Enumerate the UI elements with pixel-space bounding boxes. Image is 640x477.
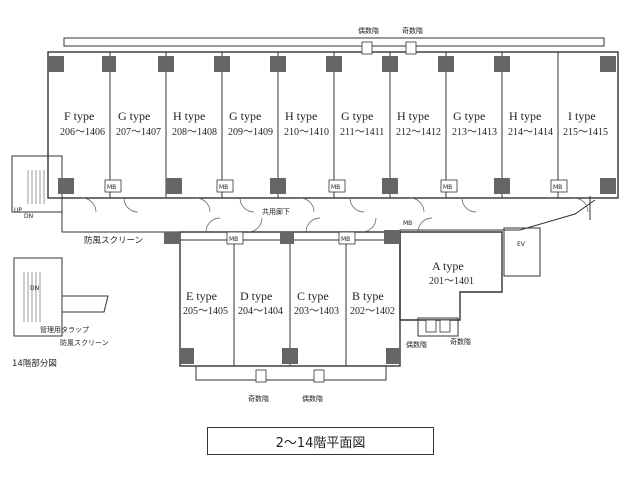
floor-plan-title: 2～14階平面図	[207, 427, 434, 455]
unit-type-label: E type	[186, 289, 217, 303]
mb-boxes	[104, 179, 568, 245]
unit-range-label: 214～1414	[508, 127, 553, 138]
unit-a-type-label: A type	[432, 259, 464, 273]
unit-type-label: D type	[240, 289, 272, 303]
unit-type-label: C type	[297, 289, 329, 303]
trap-label: 管理用タラップ	[40, 325, 89, 334]
unit-type-label: G type	[118, 109, 150, 123]
partial-plan-stair	[13, 257, 63, 337]
unit-a-range-label: 201～1401	[429, 276, 474, 287]
mb-label: MB	[229, 236, 238, 243]
bottom-unit-dividers	[233, 232, 347, 366]
stair-bottom-odd: 奇数階	[248, 394, 269, 403]
unit-type-label: G type	[229, 109, 261, 123]
mb-label: MB	[403, 220, 412, 227]
unit-range-label: 208～1408	[172, 127, 217, 138]
unit-range-label: 215～1415	[563, 127, 608, 138]
mb-label: MB	[107, 184, 116, 191]
bottom-balcony-rail	[195, 365, 387, 381]
a-stair-box	[417, 317, 459, 337]
windscreen-label-partial: 防風スクリーン	[60, 338, 109, 347]
unit-range-label: 209～1409	[228, 127, 273, 138]
mb-label: MB	[219, 184, 228, 191]
unit-range-label: 205～1405	[183, 306, 228, 317]
stair-treads	[23, 170, 45, 322]
unit-type-label: G type	[341, 109, 373, 123]
up-label: UP	[14, 207, 22, 214]
mb-label: MB	[443, 184, 452, 191]
elevator-shaft	[503, 227, 541, 277]
mb-label: MB	[341, 236, 350, 243]
corridor-label: 共用廊下	[262, 207, 290, 216]
unit-type-label: G type	[453, 109, 485, 123]
ev-label: EV	[517, 241, 526, 248]
unit-type-label: H type	[173, 109, 205, 123]
stair-bottom-even: 偶数階	[302, 394, 323, 403]
corridor-outline	[61, 196, 596, 241]
unit-type-label: B type	[352, 289, 384, 303]
stair-top-even: 偶数階	[358, 26, 379, 35]
unit-range-label: 207～1407	[116, 127, 161, 138]
windscreen-label: 防風スクリーン	[84, 235, 143, 246]
top-units-block	[47, 51, 619, 199]
unit-type-label: I type	[568, 109, 596, 123]
columns	[48, 56, 616, 364]
mb-label: MB	[331, 184, 340, 191]
unit-range-label: 206～1406	[60, 127, 105, 138]
top-unit-dividers	[109, 52, 559, 198]
partial-plan-label: 14階部分図	[12, 358, 57, 369]
door-swings	[81, 197, 589, 233]
unit-type-label: H type	[509, 109, 541, 123]
dn-label-partial: DN	[30, 285, 39, 292]
stair-a-even: 偶数階	[406, 340, 427, 349]
mb-labels: MB MB MB MB MB MB MB MB	[107, 184, 562, 243]
left-stair	[11, 155, 63, 213]
unit-range-label: 210～1410	[284, 127, 329, 138]
unit-range-label: 213～1413	[452, 127, 497, 138]
unit-range-label: 212～1412	[396, 127, 441, 138]
unit-range-label: 211～1411	[340, 127, 384, 138]
unit-type-label: H type	[285, 109, 317, 123]
mb-label: MB	[553, 184, 562, 191]
stair-a-odd: 奇数階	[450, 337, 471, 346]
top-balcony-rail	[63, 37, 605, 47]
unit-type-label: F type	[64, 109, 94, 123]
top-unit-labels: F type 206～1406 G type 207～1407 H type 2…	[60, 109, 608, 138]
dn-label: DN	[24, 213, 33, 220]
unit-range-label: 204～1404	[238, 306, 283, 317]
stair-markers	[255, 41, 451, 383]
bottom-unit-labels: E type 205～1405 D type 204～1404 C type 2…	[183, 289, 395, 317]
unit-range-label: 203～1403	[294, 306, 339, 317]
a-unit-outline	[399, 231, 503, 321]
unit-range-label: 202～1402	[350, 306, 395, 317]
unit-type-label: H type	[397, 109, 429, 123]
stair-top-odd: 奇数階	[402, 26, 423, 35]
